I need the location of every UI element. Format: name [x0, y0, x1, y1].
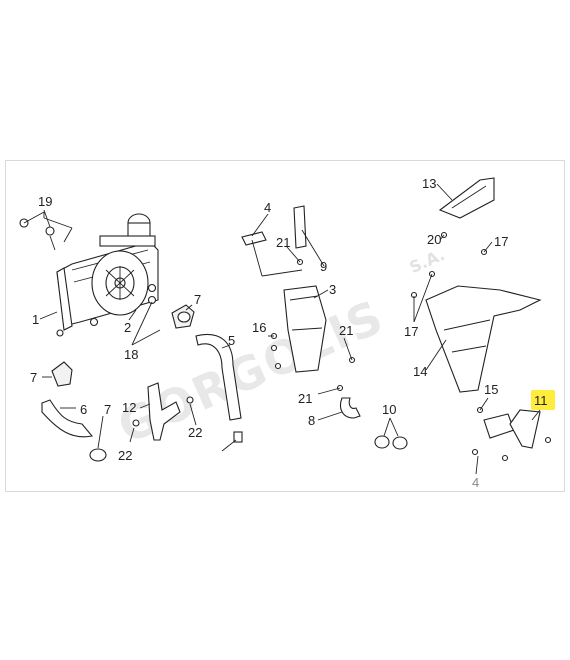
callout-21-b: 21 [339, 323, 353, 338]
callout-4-a: 4 [264, 200, 271, 215]
radiator-assembly [19, 211, 159, 337]
callout-21-c: 21 [298, 391, 312, 406]
reservoir-cap-4 [241, 231, 267, 246]
hose-clamps-10 [374, 435, 408, 450]
callout-1: 1 [32, 312, 39, 327]
radiator-hose-5 [195, 334, 242, 421]
reservoir-tube-9 [293, 205, 307, 249]
callout-11-highlight [531, 390, 555, 410]
hose-clamp-7-lower [89, 448, 107, 462]
callout-16: 16 [252, 320, 266, 335]
callout-18: 18 [124, 347, 138, 362]
watermark-suffix: S.A. [407, 245, 448, 277]
hose-clamp-upper [171, 304, 195, 329]
callout-14: 14 [413, 364, 427, 379]
radiator-side-tank [56, 267, 73, 331]
hose-6 [41, 399, 94, 438]
callout-22-b: 22 [188, 425, 202, 440]
leader-lines [39, 183, 541, 475]
callout-7-a: 7 [194, 292, 201, 307]
callout-6: 6 [80, 402, 87, 417]
callout-10: 10 [382, 402, 396, 417]
callout-7-b: 7 [30, 370, 37, 385]
hose-5-end [233, 431, 243, 443]
callout-3: 3 [329, 282, 336, 297]
callout-21-a: 21 [276, 235, 290, 250]
callout-7-c: 7 [104, 402, 111, 417]
bolt-19-b [45, 226, 55, 236]
callout-17-b: 17 [404, 324, 418, 339]
callout-22-a: 22 [118, 448, 132, 463]
bracket-12 [132, 382, 194, 441]
bracket-11 [471, 406, 552, 462]
callout-4-b: 4 [472, 475, 479, 490]
callout-2: 2 [124, 320, 131, 335]
callout-5: 5 [228, 333, 235, 348]
callout-19: 19 [38, 194, 52, 209]
hose-clamp-left [51, 361, 73, 387]
callout-8: 8 [308, 413, 315, 428]
callout-20: 20 [427, 232, 441, 247]
panel-14 [425, 285, 542, 393]
coolant-reservoir [241, 205, 361, 419]
callout-13: 13 [422, 176, 436, 191]
callout-labels: 1 2 18 19 7 7 6 7 12 22 22 5 4 21 9 3 16… [30, 176, 548, 490]
callout-15: 15 [484, 382, 498, 397]
callout-9: 9 [320, 259, 327, 274]
diagram-frame [5, 160, 565, 492]
callout-17-a: 17 [494, 234, 508, 249]
callout-12: 12 [122, 400, 136, 415]
reservoir-hose-8 [339, 397, 361, 419]
callout-11: 11 [534, 393, 548, 408]
